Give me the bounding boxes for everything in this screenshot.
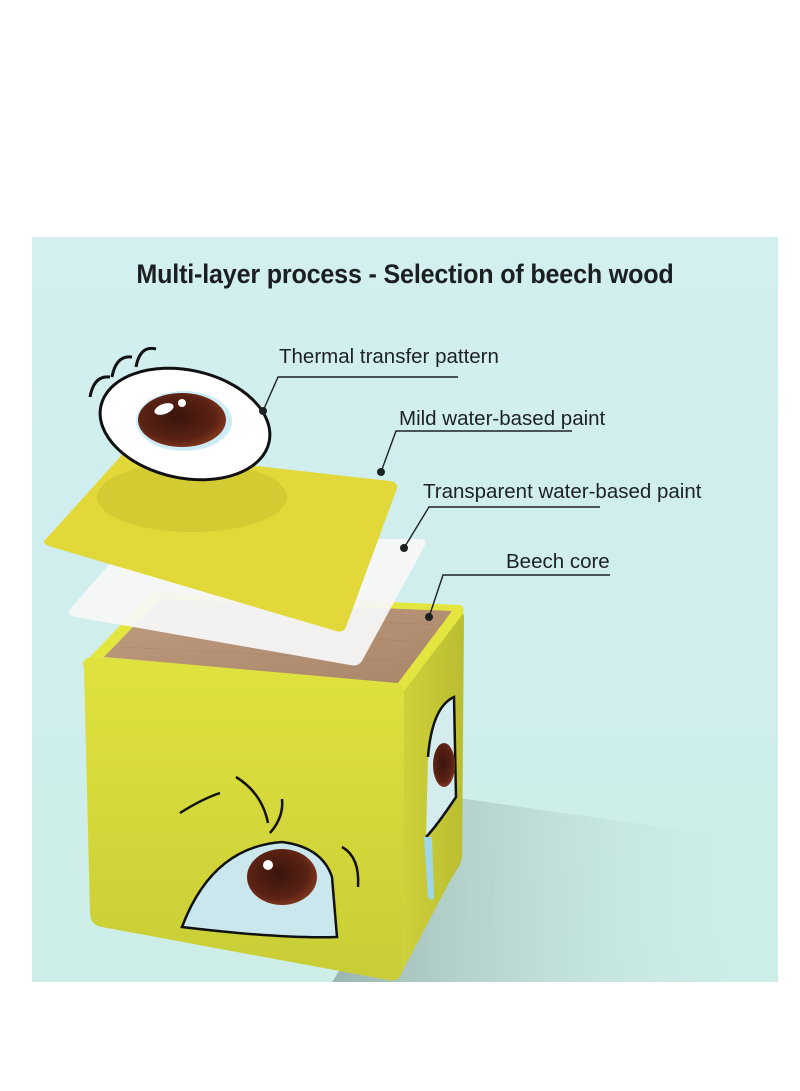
sad-eye-drawing: [179, 775, 360, 939]
page-title: Multi-layer process - Selection of beech…: [136, 259, 674, 289]
leader-lines: [262, 376, 610, 618]
label-thermal-transfer-pattern: Thermal transfer pattern: [279, 345, 499, 368]
layered-cube-illustration: [44, 346, 778, 982]
label-beech-core: Beech core: [506, 550, 610, 573]
leader-dots: [259, 407, 433, 621]
label-mild-water-based-paint: Mild water-based paint: [399, 407, 606, 430]
crying-eye-drawing: [424, 695, 458, 900]
infographic-panel: Multi-layer process - Selection of beech…: [32, 237, 778, 982]
label-transparent-water-based-paint: Transparent water-based paint: [423, 480, 702, 503]
eye-decal: [88, 346, 272, 482]
